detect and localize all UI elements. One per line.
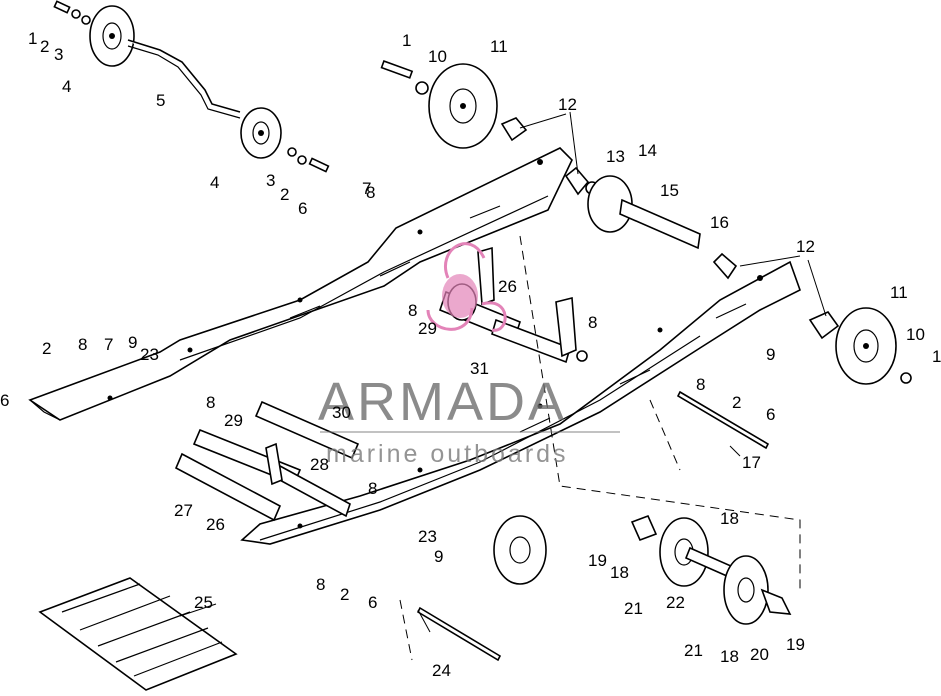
callout-10: 10: [906, 325, 925, 344]
callout-2: 2: [340, 585, 349, 604]
rail-slider-sheet: [38, 577, 238, 691]
callout-23: 23: [140, 345, 159, 364]
callout-11: 11: [890, 283, 908, 302]
callout-18: 18: [720, 509, 739, 528]
callout-24: 24: [432, 661, 451, 680]
callout-25: 25: [194, 593, 213, 612]
callout-23: 23: [418, 527, 437, 546]
callout-8: 8: [78, 335, 87, 354]
upper-left-idler-assembly: [53, 0, 330, 173]
rear-cross-shafts: [174, 400, 360, 522]
callout-8: 8: [316, 575, 325, 594]
callout-5: 5: [156, 91, 165, 110]
callout-9: 9: [128, 333, 137, 352]
callout-4: 4: [62, 77, 71, 96]
callout-13: 13: [606, 147, 625, 166]
callout-20: 20: [750, 645, 769, 664]
callout-18: 18: [720, 647, 739, 666]
callout-14: 14: [638, 141, 657, 160]
callout-2: 2: [280, 185, 289, 204]
callout-26: 26: [498, 277, 517, 296]
callout-numbers: 1 2 3 4 5 4 3 2 6 1 10 11 7 8 12 13 14 1…: [0, 29, 941, 680]
callout-2: 2: [42, 339, 51, 358]
callout-29: 29: [224, 411, 243, 430]
callout-8: 8: [408, 301, 417, 320]
upper-center-idler-wheel: [380, 60, 528, 149]
callout-7: 7: [362, 179, 371, 198]
callout-19: 19: [588, 551, 607, 570]
watermark-tagline: marine outboards: [326, 440, 569, 468]
lower-rear-wheel-set: [493, 514, 792, 625]
callout-3: 3: [266, 171, 275, 190]
callout-27: 27: [174, 501, 193, 520]
callout-6: 6: [368, 593, 377, 612]
callout-3: 3: [54, 45, 63, 64]
left-slide-rail: [28, 147, 573, 421]
watermark: ARMADA marine outboards: [318, 242, 620, 468]
callout-4: 4: [210, 173, 219, 192]
callout-16: 16: [710, 213, 729, 232]
armada-logo-icon: [426, 242, 507, 332]
callout-21: 21: [624, 599, 643, 618]
callout-19: 19: [786, 635, 805, 654]
right-rear-idler-wheel: [808, 307, 912, 385]
callout-22: 22: [666, 593, 685, 612]
callout-10: 10: [428, 47, 447, 66]
callout-26: 26: [206, 515, 225, 534]
rear-axle-assembly: [564, 166, 738, 280]
assembly-guide-lines: [399, 235, 801, 661]
callout-2: 2: [732, 393, 741, 412]
callout-8: 8: [368, 479, 377, 498]
callout-6: 6: [766, 405, 775, 424]
long-bolts: [416, 390, 770, 662]
callout-21: 21: [684, 641, 703, 660]
callout-15: 15: [660, 181, 679, 200]
callout-8: 8: [366, 183, 375, 202]
callout-1: 1: [28, 29, 37, 48]
callout-31: 31: [470, 359, 489, 378]
callout-1: 1: [932, 347, 941, 366]
callout-8: 8: [588, 313, 597, 332]
callout-6: 6: [0, 391, 9, 410]
callout-30: 30: [332, 403, 351, 422]
callout-2: 2: [40, 37, 49, 56]
callout-9: 9: [766, 345, 775, 364]
watermark-brand: ARMADA: [318, 372, 567, 432]
callout-7: 7: [104, 335, 113, 354]
callout-12: 12: [796, 237, 815, 256]
callout-8: 8: [696, 375, 705, 394]
callout-11: 11: [490, 37, 508, 56]
callout-12: 12: [558, 95, 577, 114]
callout-17: 17: [742, 453, 761, 472]
right-slide-rail: [240, 260, 801, 545]
callout-28: 28: [310, 455, 329, 474]
callout-1: 1: [402, 31, 411, 50]
callout-18: 18: [610, 563, 629, 582]
callout-29: 29: [418, 319, 437, 338]
callout-leader-lines: [179, 111, 827, 633]
callout-8: 8: [206, 393, 215, 412]
callout-9: 9: [434, 547, 443, 566]
callout-6: 6: [298, 199, 307, 218]
